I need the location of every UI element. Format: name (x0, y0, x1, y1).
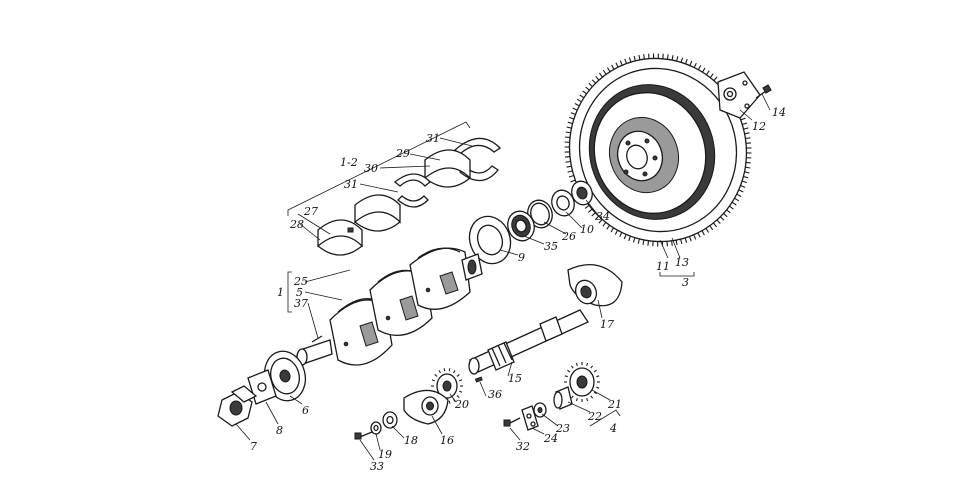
callout-23: 23 (555, 422, 570, 435)
callout-14: 14 (772, 106, 786, 119)
plate-24 (521, 405, 539, 431)
cam-16 (403, 389, 449, 425)
thrust-washer-9 (468, 215, 512, 265)
plate-bolt (755, 84, 772, 99)
crankshaft (296, 247, 483, 366)
callout-7: 7 (250, 440, 257, 453)
callout-31-lower: 31 (344, 178, 358, 191)
callout-16: 16 (440, 434, 454, 447)
washer-18 (382, 411, 398, 429)
callout-22: 22 (587, 410, 602, 423)
callout-34: 34 (596, 210, 610, 223)
ratchet-nut-7 (217, 385, 258, 427)
callout-13: 13 (675, 256, 689, 269)
flywheel (564, 53, 752, 247)
callout-15: 15 (508, 372, 522, 385)
callout-31-upper: 31 (426, 132, 440, 145)
callout-20: 20 (454, 398, 469, 411)
cam-17 (567, 264, 623, 307)
callout-4: 4 (609, 422, 617, 435)
camshaft (468, 309, 589, 375)
callout-9: 9 (518, 251, 525, 264)
bearing-34 (571, 180, 593, 206)
callout-30: 30 (364, 162, 378, 175)
callout-5: 5 (296, 286, 303, 299)
callout-27: 27 (303, 205, 318, 218)
callout-12: 12 (752, 120, 766, 133)
key-36 (474, 376, 483, 383)
callout-33: 33 (370, 460, 384, 473)
callout-labels: 14 12 13 11 3 34 10 26 35 9 17 15 36 20 … (250, 106, 786, 473)
callout-28: 28 (289, 218, 304, 231)
callout-24: 24 (543, 432, 558, 445)
lock-plate (717, 71, 761, 119)
callout-8: 8 (276, 424, 283, 437)
bearing-shells (317, 137, 502, 256)
bushing-10 (551, 189, 575, 217)
callout-26: 26 (561, 230, 576, 243)
callout-10: 10 (580, 223, 594, 236)
ball-bearing-35 (507, 210, 535, 242)
leader-lines (235, 93, 771, 461)
bolt-32 (503, 417, 521, 427)
callout-35: 35 (544, 240, 558, 253)
callout-25: 25 (293, 275, 308, 288)
callout-17: 17 (600, 318, 614, 331)
callout-1: 1 (277, 286, 284, 299)
callout-1-2: 1-2 (340, 156, 358, 169)
group-brackets (287, 121, 695, 427)
callout-3: 3 (682, 276, 689, 289)
washer-19 (370, 421, 382, 435)
bolt-33 (354, 431, 373, 440)
washer-23 (533, 402, 547, 418)
callout-11: 11 (656, 260, 670, 273)
callout-36: 36 (488, 388, 502, 401)
callout-37: 37 (294, 297, 308, 310)
callout-29: 29 (395, 147, 410, 160)
callout-6: 6 (302, 404, 309, 417)
callout-32: 32 (516, 440, 530, 453)
callout-19: 19 (378, 448, 392, 461)
callout-21: 21 (607, 398, 622, 411)
callout-18: 18 (404, 434, 418, 447)
bushing-22 (553, 386, 573, 410)
